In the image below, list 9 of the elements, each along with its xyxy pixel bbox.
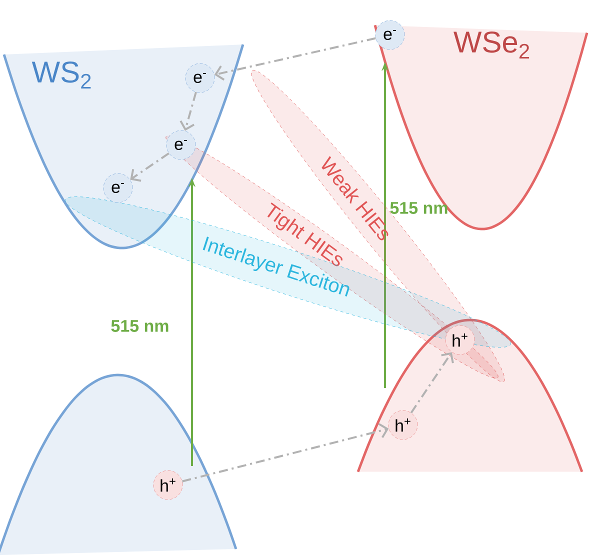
arrow	[130, 152, 170, 182]
arrow	[214, 37, 376, 81]
band-label: WSe$_{2}$	[454, 31, 530, 59]
arrow	[180, 92, 197, 131]
wavelength-label: 515 nm	[390, 202, 448, 214]
arrow	[410, 352, 454, 414]
arrow	[182, 423, 389, 482]
band-label: WS$_{2}$	[32, 61, 91, 89]
wavelength-label: 515 nm	[111, 320, 168, 332]
